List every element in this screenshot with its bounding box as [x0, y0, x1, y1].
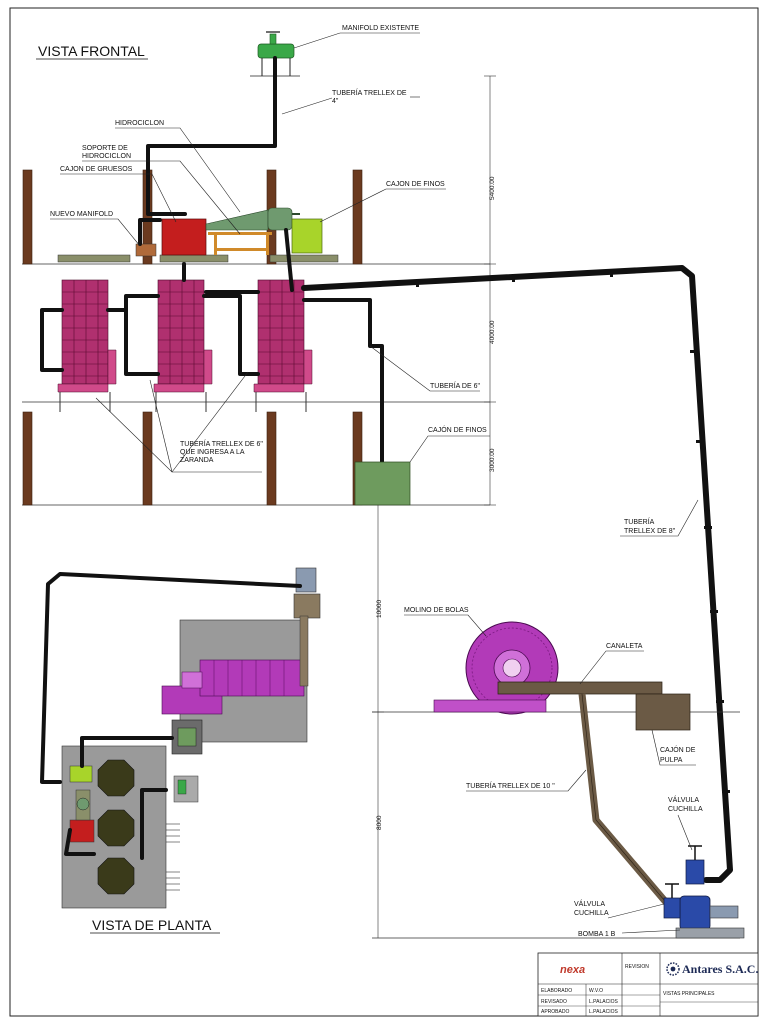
- label-manifold-existente: MANIFOLD EXISTENTE: [342, 25, 419, 32]
- dimension-3000: 3000.00: [489, 448, 496, 472]
- label-tuberia-8-line1: TUBERÍA: [624, 517, 655, 526]
- label-valvula-left-line2: CUCHILLA: [574, 910, 609, 917]
- label-tuberia-6: TUBERÍA DE 6": [430, 381, 480, 390]
- label-valvula-right-line1: VÁLVULA: [668, 795, 699, 804]
- label-cajon-finos-mid: CAJÓN DE FINOS: [428, 425, 487, 434]
- coarse-box: [161, 218, 207, 256]
- dimension-8000: 8000: [376, 815, 383, 830]
- support-post: [22, 169, 33, 265]
- fines-box-top: [291, 218, 323, 254]
- label-tuberia-4-line2: 4": [332, 98, 339, 105]
- fines-box-middle: [354, 461, 411, 506]
- label-hidrociclon: HIDROCICLON: [115, 120, 164, 127]
- company-logo-icon: [666, 962, 680, 976]
- label-tuberia-10: TUBERÍA TRELLEX DE 10 ": [466, 781, 555, 790]
- label-soporte-line2: HIDROCICLON: [82, 153, 131, 160]
- pulp-box: [635, 693, 691, 731]
- front-view: VISTA FRONTAL: [22, 25, 496, 506]
- feed-pipe-6in: [124, 308, 160, 376]
- pipe-8in-plan: [40, 572, 302, 784]
- support-post: [352, 169, 363, 265]
- existing-manifold: [250, 31, 300, 77]
- screen-plan: [97, 809, 135, 847]
- pipe-plan: [80, 736, 174, 768]
- tb-role: ELABORADO: [541, 988, 572, 994]
- cyclone-overflow-pipe: [284, 228, 294, 292]
- dimension-5400: 5400.00: [489, 176, 496, 200]
- support-post: [266, 411, 277, 506]
- company-name: Antares S.A.C.: [682, 962, 758, 976]
- revision-label: REVISION: [625, 964, 649, 970]
- label-tuberia-zaranda-line2: QUE INGRESA A LA: [180, 449, 245, 456]
- label-cajon-pulpa-line2: PULPA: [660, 757, 683, 764]
- feed-pipe-6in: [106, 294, 160, 312]
- screen-plan: [97, 857, 135, 895]
- ball-mill-plan: [161, 659, 305, 715]
- tb-name: W.V.O: [589, 988, 603, 994]
- client-logo: nexa: [560, 964, 585, 976]
- height-dimensions: 5400.00 4000.00 3000.00: [484, 75, 496, 506]
- tb-name: L.PALACIOS: [589, 999, 618, 1005]
- slurry-pump: [675, 895, 745, 939]
- knife-valve-right: [685, 845, 705, 885]
- label-soporte-line1: SOPORTE DE: [82, 145, 128, 152]
- label-tuberia-4-line1: TUBERÍA TRELLEX DE: [332, 88, 407, 97]
- vibrating-screen: [57, 279, 117, 412]
- plan-view: VISTA DE PLANTA: [40, 567, 321, 934]
- feed-pipe-6in: [202, 294, 260, 376]
- label-canaleta: CANALETA: [606, 643, 643, 650]
- label-valvula-left-line1: VÁLVULA: [574, 899, 605, 908]
- label-tuberia-zaranda-line1: TUBERÍA TRELLEX DE 6": [180, 439, 263, 448]
- label-bomba: BOMBA 1 B: [578, 931, 616, 938]
- support-post: [22, 411, 33, 506]
- trellex-pipe-4in: [146, 56, 277, 216]
- plan-view-title: VISTA DE PLANTA: [92, 917, 212, 933]
- drawing-title: VISTAS PRINCIPALES: [663, 991, 715, 997]
- vibrating-screen: [153, 279, 213, 412]
- dimension-4000: 4000.00: [489, 320, 496, 344]
- support-post: [142, 411, 153, 506]
- mill-area: 10000 8000: [372, 505, 745, 939]
- label-nuevo-manifold: NUEVO MANIFOLD: [50, 211, 113, 218]
- pipe-6in: [302, 298, 384, 464]
- label-valvula-right-line2: CUCHILLA: [668, 806, 703, 813]
- tb-name: L.PALACIOS: [589, 1009, 618, 1015]
- hydrocyclone-support: [208, 232, 272, 255]
- knife-valve-left: [663, 883, 681, 919]
- pipe-plan: [140, 788, 168, 860]
- label-cajon-pulpa-line1: CAJÓN DE: [660, 745, 696, 754]
- screen-plan: [97, 759, 135, 797]
- tb-role: APROBADO: [541, 1009, 569, 1015]
- ball-mill: [433, 621, 559, 715]
- label-tuberia-8-line2: TRELLEX DE 8": [624, 528, 676, 535]
- label-molino-bolas: MOLINO DE BOLAS: [404, 607, 469, 614]
- trellex-pipe-8in: [301, 265, 733, 883]
- new-manifold: [135, 218, 162, 257]
- tb-role: REVISADO: [541, 999, 567, 1005]
- label-cajon-gruesos: CAJON DE GRUESOS: [60, 166, 133, 173]
- front-view-title: VISTA FRONTAL: [38, 43, 145, 59]
- pipe-plan: [64, 828, 96, 856]
- label-cajon-finos-top: CAJON DE FINOS: [386, 181, 445, 188]
- title-block: nexa REVISION Antares S.A.C. ELABORADO W…: [537, 952, 758, 1017]
- dimension-10000: 10000: [376, 600, 383, 618]
- label-tuberia-zaranda-line3: ZARANDA: [180, 457, 214, 464]
- vibrating-screen: [253, 279, 313, 412]
- feed-pipe-6in: [40, 308, 64, 372]
- drawing-border: [9, 7, 759, 1017]
- hydrocyclone: [205, 207, 300, 231]
